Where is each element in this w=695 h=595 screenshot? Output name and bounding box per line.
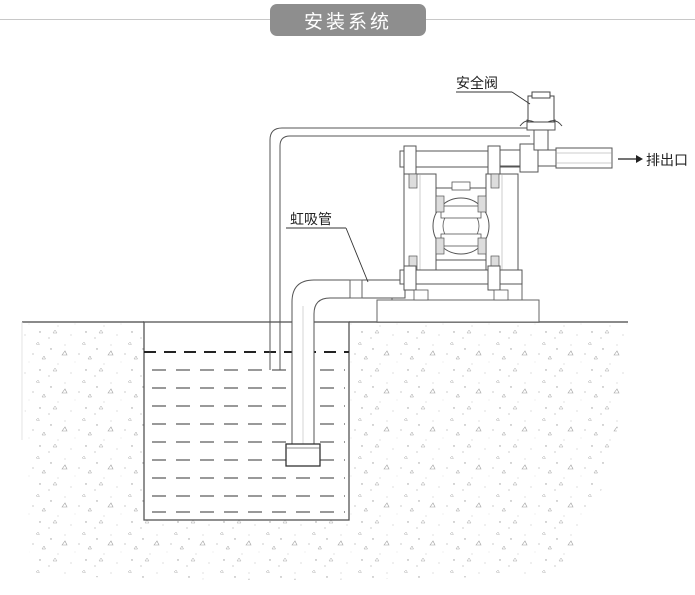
discharge-arrow-icon bbox=[618, 155, 643, 163]
header-divider-left bbox=[0, 19, 272, 20]
discharge-pipe bbox=[499, 119, 613, 173]
discharge-outlet-label: 排出口 bbox=[646, 153, 688, 169]
leader-lines bbox=[286, 91, 531, 283]
header-divider-right bbox=[424, 19, 695, 20]
section-title: 安装系统 bbox=[270, 4, 426, 36]
safety-valve-label: 安全阀 bbox=[456, 75, 498, 92]
safety-valve bbox=[519, 91, 563, 127]
diaphragm-pump bbox=[399, 145, 523, 301]
siphon-pipe bbox=[285, 279, 406, 467]
siphon-pipe-label: 虹吸管 bbox=[290, 212, 332, 228]
water-tank bbox=[143, 321, 350, 521]
return-pipe bbox=[269, 127, 530, 370]
